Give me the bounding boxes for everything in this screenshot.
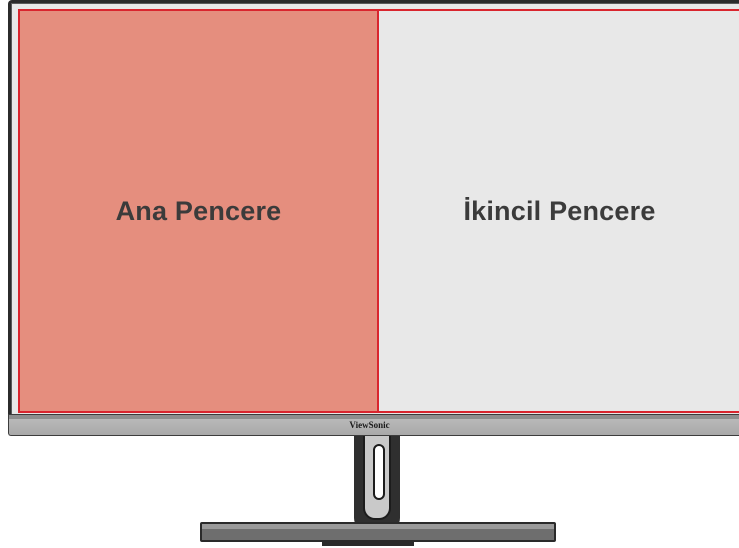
main-window-pane: Ana Pencere — [18, 9, 379, 413]
main-window-label: Ana Pencere — [115, 195, 282, 226]
stand-neck — [354, 436, 400, 532]
monitor-chin — [8, 414, 739, 436]
secondary-window-pane: İkincil Pencere — [377, 9, 739, 413]
stand-base-top — [202, 524, 554, 529]
stand-neck-inner — [363, 436, 391, 520]
brand-logo: ViewSonic — [349, 420, 390, 430]
cable-slot — [373, 444, 385, 500]
stand-base-foot — [322, 540, 414, 546]
chin-strip — [9, 415, 739, 419]
stand-base — [200, 522, 556, 542]
secondary-window-label: İkincil Pencere — [463, 195, 656, 226]
